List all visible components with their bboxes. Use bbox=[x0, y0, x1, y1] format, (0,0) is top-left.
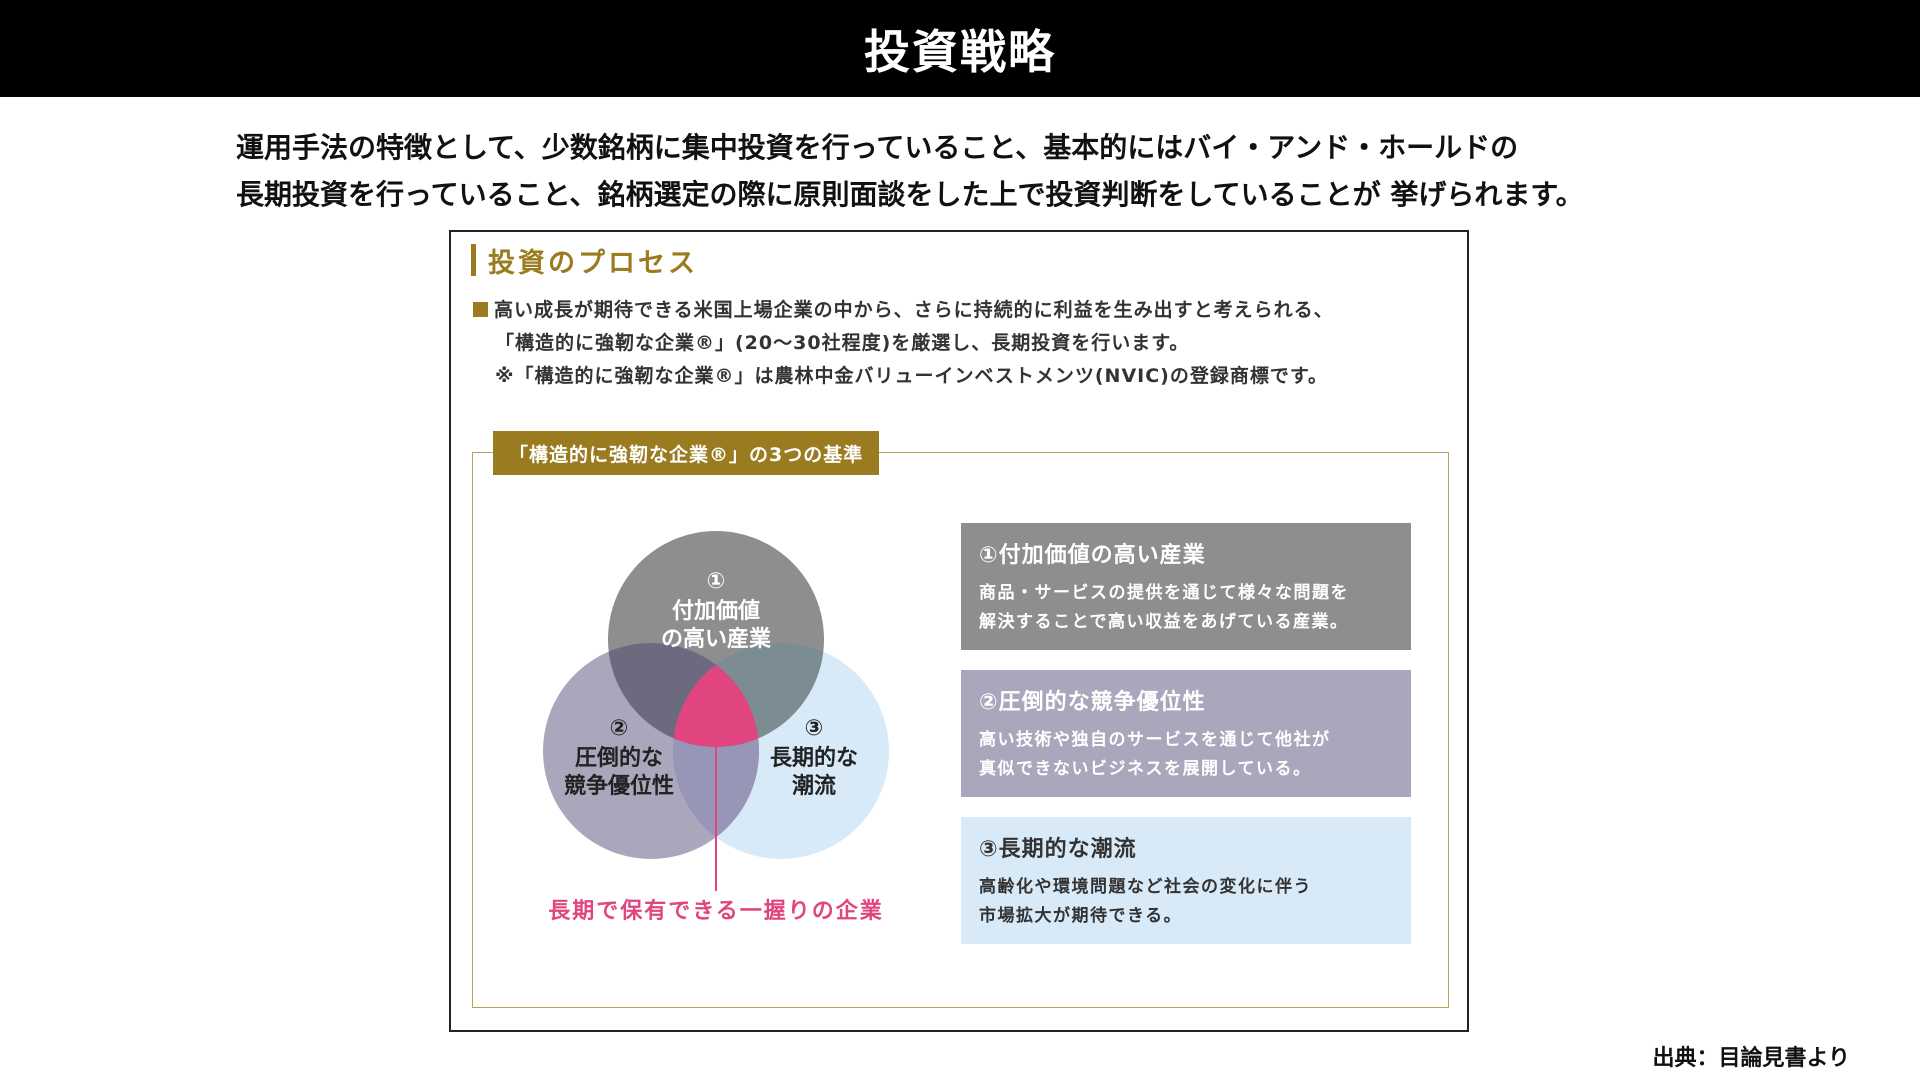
page-header: 投資戦略 bbox=[0, 0, 1920, 97]
venn-label-2-num: ② bbox=[610, 716, 629, 741]
panel-title-text: 投資のプロセス bbox=[488, 247, 698, 279]
page-title: 投資戦略 bbox=[864, 24, 1056, 79]
card-2-body-1: 高い技術や独自のサービスを通じて他社が bbox=[979, 730, 1331, 750]
venn-label-1-line1: 付加価値 bbox=[672, 599, 760, 624]
desc-note: ※「構造的に強靭な企業®」は農林中金バリューインベストメンツ(NVIC)の登録商… bbox=[495, 365, 1328, 387]
card-1-body-2: 解決することで高い収益をあげている産業。 bbox=[979, 612, 1349, 632]
venn-diagram: ① 付加価値 の高い産業 ② 圧倒的な 競争優位性 ③ 長期的な 潮流 長期で保… bbox=[543, 531, 889, 924]
card-1-title: ①付加価値の高い産業 bbox=[979, 543, 1206, 568]
desc-line-1-text: 高い成長が期待できる米国上場企業の中から、さらに持続的に利益を生み出すと考えられ… bbox=[494, 299, 1334, 321]
desc-line-1: 高い成長が期待できる米国上場企業の中から、さらに持続的に利益を生み出すと考えられ… bbox=[473, 294, 1453, 327]
source-note: 出典：目論見書より bbox=[1652, 1046, 1850, 1071]
venn-label-3-line1: 長期的な bbox=[770, 745, 858, 771]
process-description: 高い成長が期待できる米国上場企業の中から、さらに持続的に利益を生み出すと考えられ… bbox=[473, 294, 1453, 393]
venn-arrow-head bbox=[708, 707, 724, 720]
card-1-body-1: 商品・サービスの提供を通じて様々な問題を bbox=[979, 583, 1349, 603]
card-3-body-1: 高齢化や環境問題など社会の変化に伴う bbox=[979, 877, 1312, 897]
venn-label-2-line2: 競争優位性 bbox=[564, 773, 674, 799]
card-3-title: ③長期的な潮流 bbox=[979, 837, 1137, 862]
criteria-card-1: ①付加価値の高い産業 商品・サービスの提供を通じて様々な問題を 解決することで高… bbox=[961, 523, 1411, 650]
investment-process-panel: 投資のプロセス 高い成長が期待できる米国上場企業の中から、さらに持続的に利益を生… bbox=[449, 230, 1469, 1032]
title-accent-bar bbox=[471, 244, 476, 276]
venn-label-3-line2: 潮流 bbox=[792, 773, 836, 799]
panel-title: 投資のプロセス bbox=[471, 242, 698, 279]
card-2-body-2: 真似できないビジネスを展開している。 bbox=[979, 759, 1312, 779]
criteria-card-2: ②圧倒的な競争優位性 高い技術や独自のサービスを通じて他社が 真似できないビジネ… bbox=[961, 670, 1411, 797]
square-bullet-icon bbox=[473, 302, 488, 317]
desc-line-2: 「構造的に強靭な企業®」(20〜30社程度)を厳選し、長期投資を行います。 bbox=[495, 332, 1190, 354]
card-3-body-2: 市場拡大が期待できる。 bbox=[979, 906, 1183, 926]
venn-label-3-num: ③ bbox=[805, 716, 824, 741]
criteria-box: 「構造的に強靭な企業®」の3つの基準 ① 付加価値 の高い産業 bbox=[472, 431, 1449, 1008]
venn-center-overlap bbox=[673, 643, 759, 747]
venn-label-2-line1: 圧倒的な bbox=[575, 745, 663, 771]
intro-text: 運用手法の特徴として、少数銘柄に集中投資を行っていること、基本的にはバイ・アンド… bbox=[236, 124, 1796, 218]
intro-line-2: 長期投資を行っていること、銘柄選定の際に原則面談をした上で投資判断をしていること… bbox=[236, 178, 1584, 211]
card-2-title: ②圧倒的な競争優位性 bbox=[979, 690, 1206, 715]
intro-line-1: 運用手法の特徴として、少数銘柄に集中投資を行っていること、基本的にはバイ・アンド… bbox=[236, 131, 1519, 164]
criteria-label: 「構造的に強靭な企業®」の3つの基準 bbox=[493, 431, 880, 475]
venn-label-1-line2: の高い産業 bbox=[661, 626, 772, 652]
criteria-card-3: ③長期的な潮流 高齢化や環境問題など社会の変化に伴う 市場拡大が期待できる。 bbox=[961, 817, 1411, 944]
venn-caption: 長期で保有できる一握りの企業 bbox=[548, 898, 884, 924]
venn-label-1-num: ① bbox=[707, 569, 726, 594]
